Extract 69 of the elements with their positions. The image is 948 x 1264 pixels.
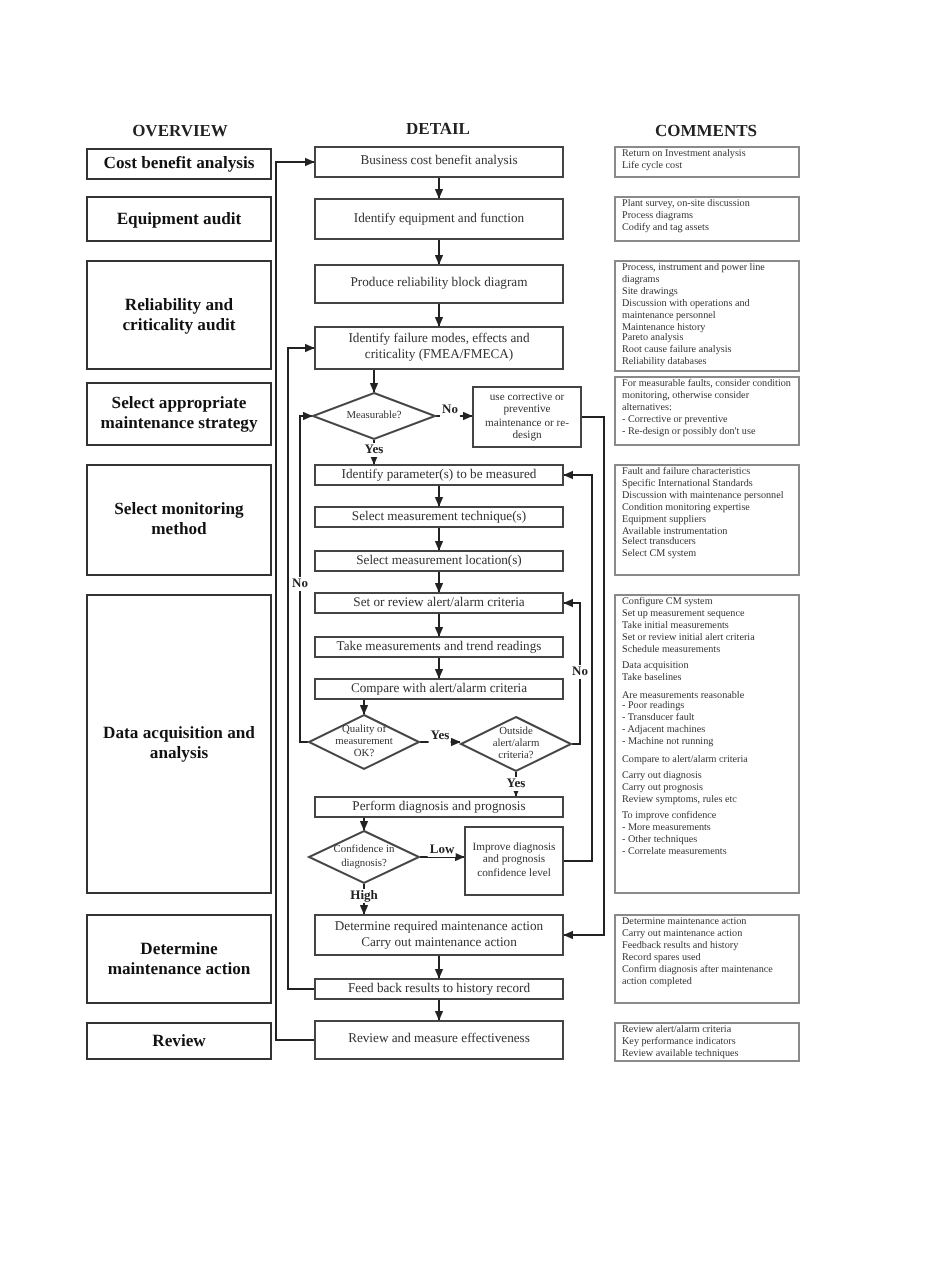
column-heading: DETAIL [406, 118, 470, 138]
box-text: Select monitoring method [112, 500, 246, 540]
arrow [563, 470, 593, 862]
overview-box [86, 196, 272, 242]
comment-box [614, 464, 800, 576]
overview-box [86, 260, 272, 370]
arrow [434, 177, 444, 199]
comment-box [614, 196, 800, 242]
arrow [434, 239, 444, 265]
box-text: Data acquisition and analysis [101, 724, 257, 764]
comment-box [614, 146, 800, 178]
process-box [314, 464, 564, 486]
overview-box [86, 914, 272, 1004]
process-box [314, 198, 564, 240]
arrow [419, 852, 465, 862]
process-box [314, 914, 564, 956]
overview-box [86, 594, 272, 894]
column-heading: COMMENTS [655, 120, 757, 140]
arrow [359, 817, 369, 831]
arrow [287, 343, 315, 990]
arrow [434, 613, 444, 637]
comment-box [614, 594, 800, 894]
process-box [314, 1020, 564, 1060]
comment-box [614, 376, 800, 446]
column-heading: OVERVIEW [132, 120, 228, 140]
arrow [563, 416, 605, 940]
arrow [435, 411, 473, 421]
process-box [464, 826, 564, 896]
arrow [434, 303, 444, 327]
process-box [314, 678, 564, 700]
comment-box [614, 260, 800, 372]
box-text: Select appropriate maintenance strategy [98, 394, 260, 434]
process-box [314, 796, 564, 818]
box-text: Reliability and criticality audit [120, 295, 238, 335]
process-box [314, 636, 564, 658]
overview-box [86, 464, 272, 576]
comment-box [614, 914, 800, 1004]
process-box [314, 146, 564, 178]
box-text: Review [152, 1031, 206, 1051]
arrow [434, 999, 444, 1021]
arrow [359, 699, 369, 715]
process-box [472, 386, 582, 448]
arrow [275, 157, 315, 1041]
overview-box [86, 148, 272, 180]
box-text: Cost benefit analysis [103, 154, 255, 174]
process-box [314, 978, 564, 1000]
box-text: Determine maintenance action [105, 939, 253, 979]
decision-diamond [460, 716, 572, 772]
arrow [299, 411, 313, 743]
process-box [314, 264, 564, 304]
comment-box [614, 1022, 800, 1062]
overview-box [86, 1022, 272, 1060]
arrow [563, 598, 581, 745]
arrow [434, 485, 444, 507]
process-box [314, 506, 564, 528]
arrow [434, 527, 444, 551]
arrow [434, 657, 444, 679]
decision-diamond [312, 392, 436, 440]
process-box [314, 592, 564, 614]
arrow [434, 955, 444, 979]
decision-diamond [308, 714, 420, 770]
overview-box [86, 382, 272, 446]
decision-diamond [308, 830, 420, 884]
arrow [419, 737, 461, 747]
process-box [314, 550, 564, 572]
box-text: Equipment audit [116, 209, 242, 229]
arrow [369, 369, 379, 393]
process-box [314, 326, 564, 370]
arrow [434, 571, 444, 593]
